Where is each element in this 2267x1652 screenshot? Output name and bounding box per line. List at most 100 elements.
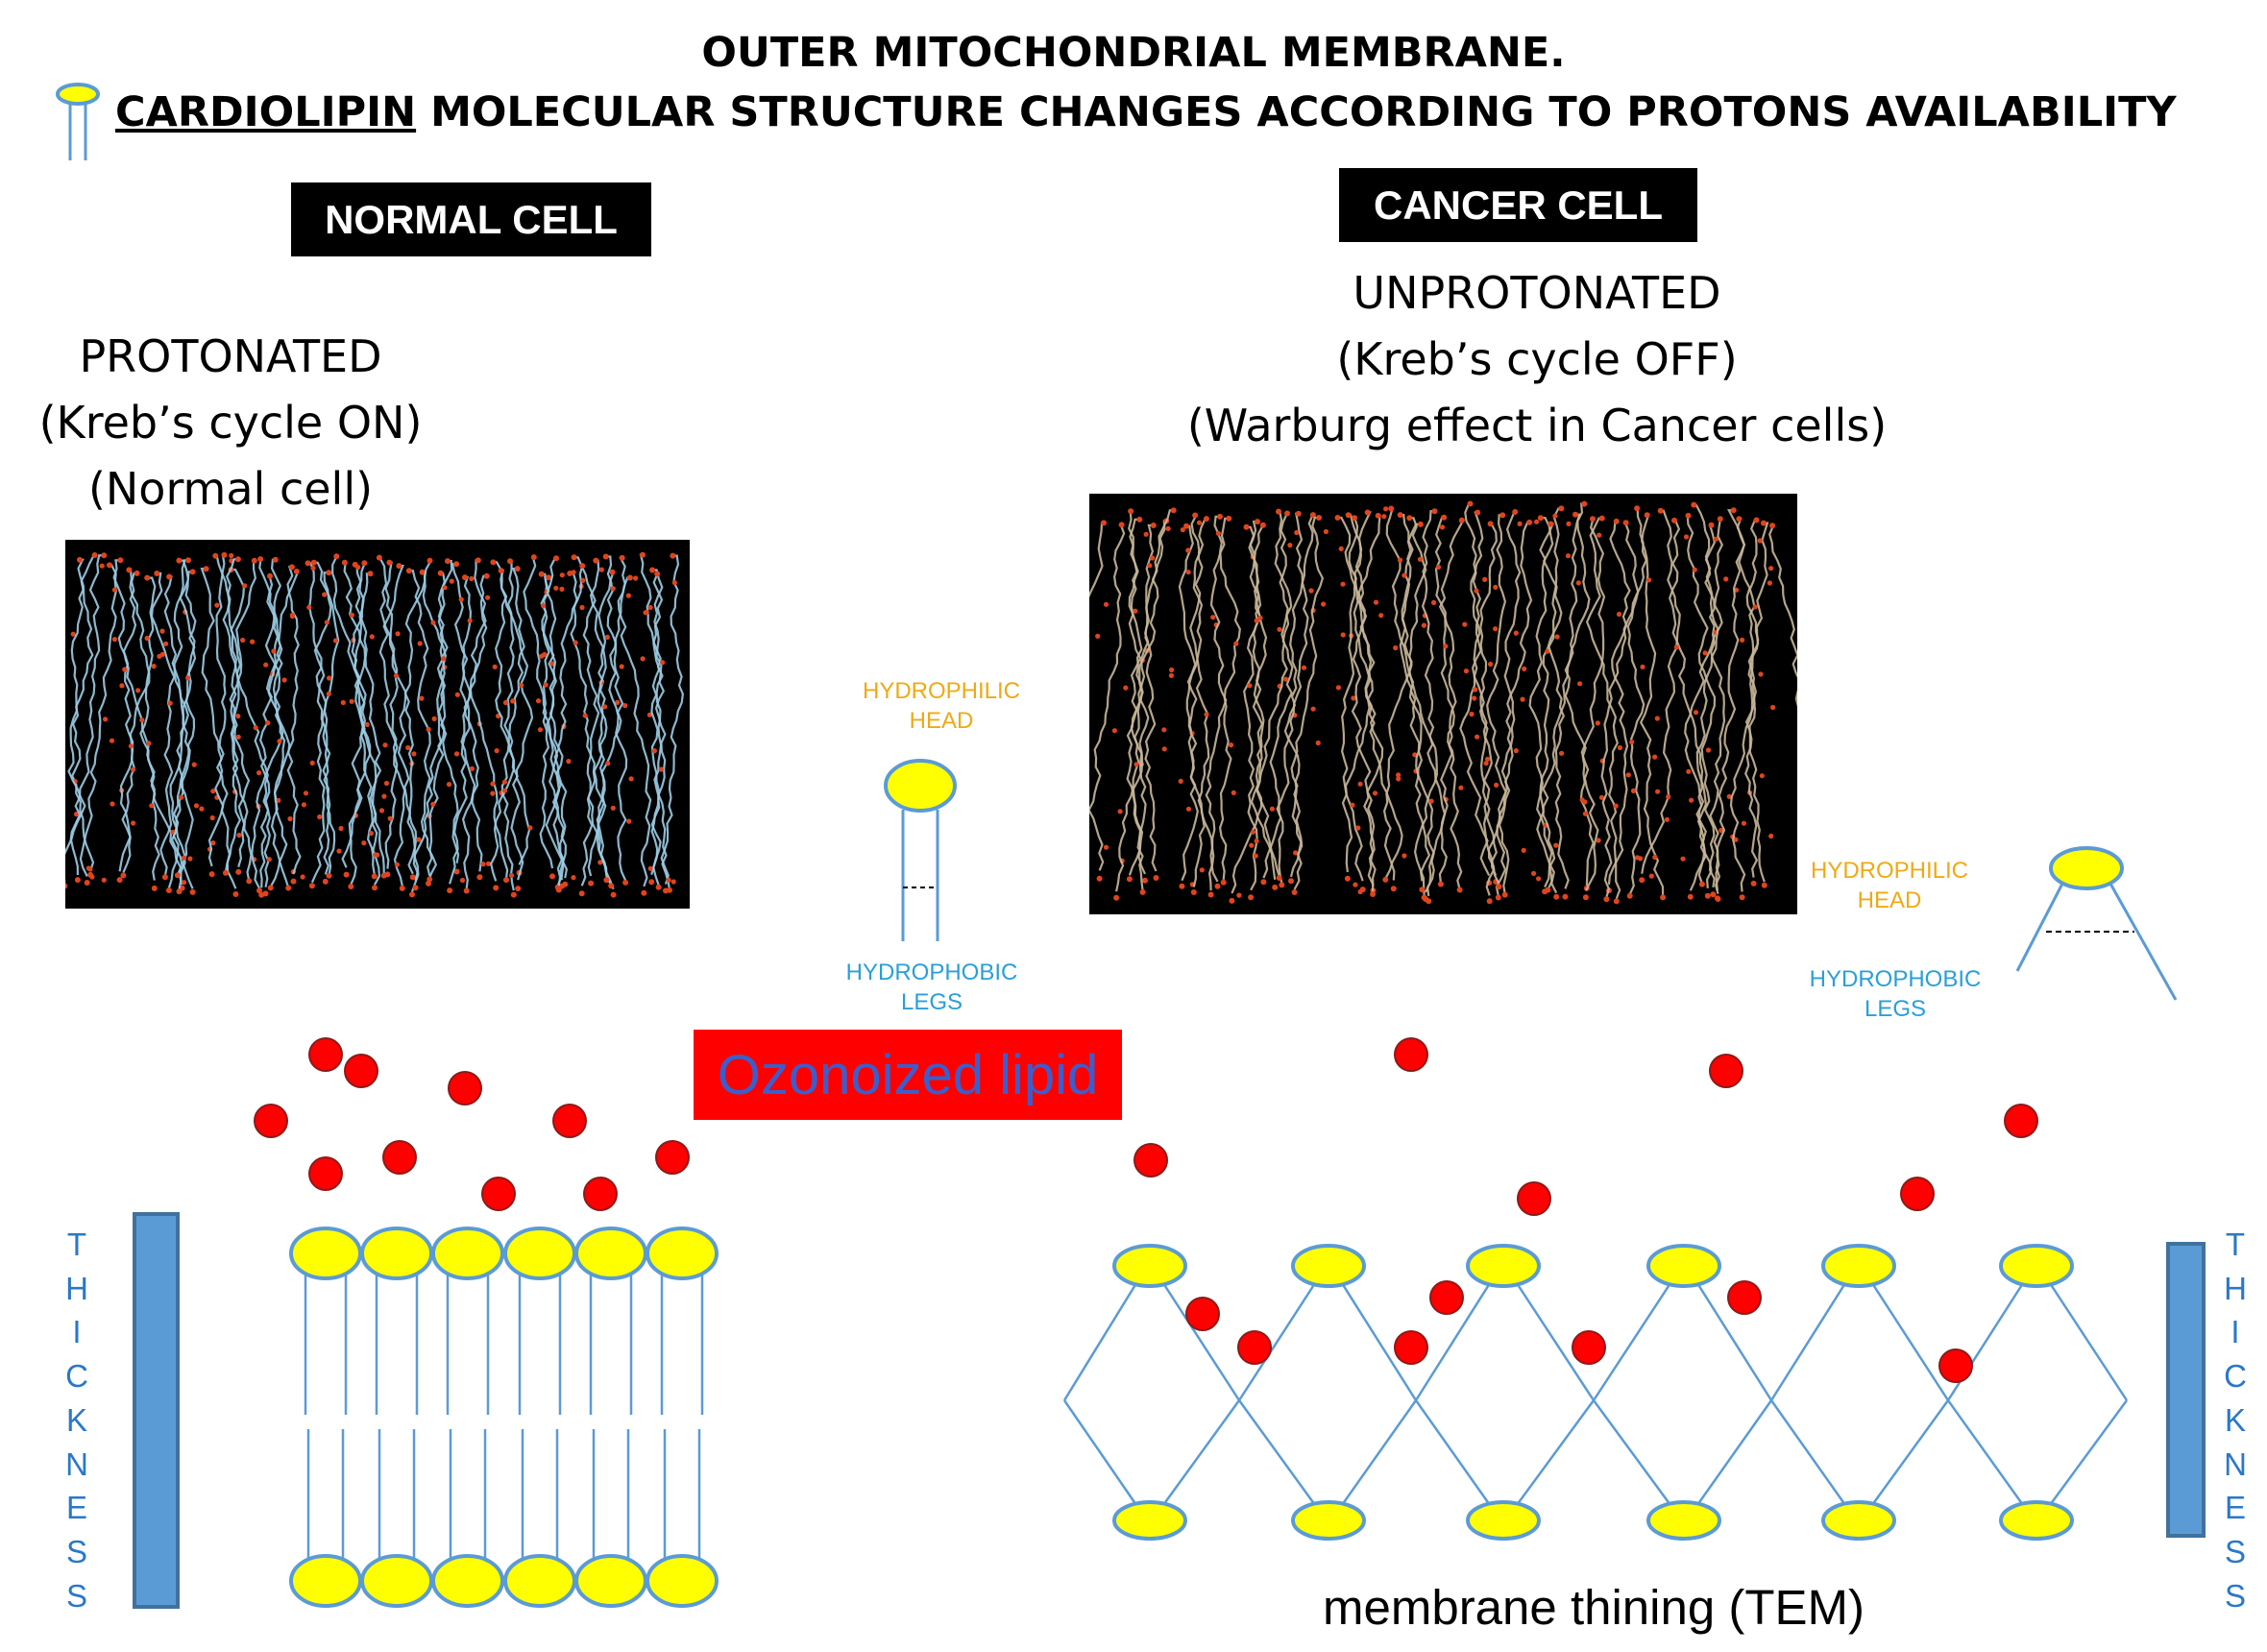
oxygen-atom xyxy=(1190,889,1197,895)
oxygen-atom xyxy=(640,656,646,662)
oxygen-atom xyxy=(604,634,610,640)
oxygen-atom xyxy=(430,801,436,807)
oxygen-atom xyxy=(1417,521,1424,527)
oxygen-atom xyxy=(1178,778,1183,784)
lipid-strand xyxy=(173,559,194,889)
oxygen-atom xyxy=(308,883,315,889)
oxygen-atom xyxy=(507,558,513,565)
oxygen-atom xyxy=(221,551,228,558)
thickness-letter: N xyxy=(2224,1446,2247,1482)
cancer-lipid-head-bottom xyxy=(1112,1500,1187,1541)
oxygen-atom xyxy=(514,566,521,572)
oxygen-atom xyxy=(539,653,545,659)
thickness-letter: H xyxy=(65,1270,88,1306)
oxygen-atom xyxy=(189,569,196,575)
oxygen-atom xyxy=(427,557,433,564)
oxygen-atom xyxy=(1248,894,1255,901)
lipid-strand xyxy=(1470,511,1498,877)
lipid-strand xyxy=(1286,512,1309,878)
oxygen-atom xyxy=(649,567,656,573)
oxygen-atom xyxy=(381,793,387,799)
oxygen-atom xyxy=(361,840,367,846)
oxygen-atom xyxy=(154,571,160,576)
oxygen-atom xyxy=(510,698,516,704)
oxygen-atom xyxy=(144,635,150,642)
oxygen-atom xyxy=(1768,833,1774,839)
oxygen-atom xyxy=(1396,772,1402,778)
oxygen-atom xyxy=(648,879,655,886)
oxygen-atom xyxy=(1288,878,1294,885)
oxygen-atom xyxy=(1419,887,1426,893)
lipid-strand xyxy=(378,556,399,869)
oxygen-atom xyxy=(619,664,624,669)
cancer-lipid-head-bottom xyxy=(1466,1500,1541,1541)
oxygen-atom xyxy=(1352,515,1358,522)
center-lipid-head xyxy=(884,759,957,813)
proton xyxy=(1429,1280,1464,1315)
oxygen-atom xyxy=(1372,790,1378,796)
cancer-lipid-leg xyxy=(1161,1282,1241,1401)
lipid-strand xyxy=(1255,512,1289,877)
lipid-strand xyxy=(354,562,385,875)
oxygen-atom xyxy=(1183,522,1189,529)
lipid-strand xyxy=(79,564,117,877)
oxygen-atom xyxy=(559,586,565,592)
oxygen-atom xyxy=(1590,516,1596,522)
oxygen-atom xyxy=(485,595,491,600)
oxygen-atom xyxy=(1355,825,1361,831)
oxygen-atom xyxy=(144,574,151,581)
oxygen-atom xyxy=(1494,782,1499,788)
cancer-lipid-leg xyxy=(1340,1399,1418,1506)
oxygen-atom xyxy=(146,741,152,746)
oxygen-atom xyxy=(1126,876,1133,883)
normal-lipid-head-top xyxy=(574,1227,647,1280)
oxygen-atom xyxy=(89,874,95,880)
oxygen-atom xyxy=(1719,827,1724,834)
oxygen-atom xyxy=(229,552,234,559)
oxygen-atom xyxy=(262,890,269,897)
oxygen-atom xyxy=(1185,547,1191,553)
oxygen-atom xyxy=(290,878,297,885)
oxygen-atom xyxy=(1723,576,1729,582)
oxygen-atom xyxy=(91,552,98,558)
oxygen-atom xyxy=(1382,876,1389,883)
thickness-letter: C xyxy=(65,1358,88,1395)
oxygen-atom xyxy=(257,556,264,563)
oxygen-atom xyxy=(447,887,453,894)
oxygen-atom xyxy=(501,788,508,793)
oxygen-atom xyxy=(1598,515,1605,522)
oxygen-atom xyxy=(1760,520,1767,526)
oxygen-atom xyxy=(1276,508,1281,515)
oxygen-atom xyxy=(1351,695,1356,701)
oxygen-atom xyxy=(1559,750,1565,756)
normal-state-line-2: (Kreb’s cycle ON) xyxy=(38,397,423,449)
oxygen-atom xyxy=(1421,622,1426,628)
oxygen-atom xyxy=(1710,891,1717,898)
oxygen-atom xyxy=(166,573,173,580)
lipid-strand xyxy=(1459,502,1491,877)
oxygen-atom xyxy=(111,587,117,593)
oxygen-atom xyxy=(1513,630,1519,636)
proton xyxy=(1394,1330,1428,1365)
oxygen-atom xyxy=(1495,894,1501,901)
oxygen-atom xyxy=(182,880,187,886)
cancer-state-line-3: (Warburg effect in Cancer cells) xyxy=(1186,400,1888,451)
oxygen-atom xyxy=(1441,514,1448,521)
normal-state-text: PROTONATED (Kreb’s cycle ON) (Normal cel… xyxy=(0,324,461,522)
lipid-strand xyxy=(229,568,253,882)
oxygen-atom xyxy=(176,557,183,564)
oxygen-atom xyxy=(103,717,109,722)
oxygen-atom xyxy=(1626,892,1633,899)
oxygen-atom xyxy=(626,574,633,581)
lipid-strand xyxy=(1694,503,1726,894)
cancer-lipid-leg xyxy=(1870,1399,1950,1506)
oxygen-atom xyxy=(1683,534,1690,540)
lipid-strand xyxy=(1536,517,1563,890)
lipid-strand xyxy=(1213,515,1241,881)
oxygen-atom xyxy=(189,888,196,895)
oxygen-atom xyxy=(1103,601,1109,607)
ozonoized-lipid-box: Ozonoized lipid xyxy=(694,1030,1122,1120)
oxygen-atom xyxy=(1357,888,1363,895)
oxygen-atom xyxy=(588,880,595,887)
